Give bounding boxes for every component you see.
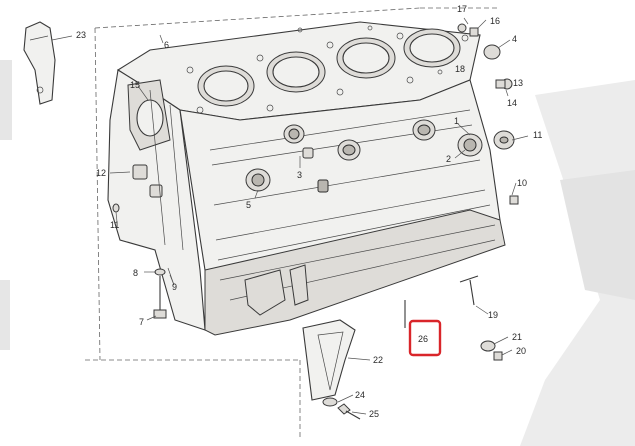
callout-6: 6 [164, 40, 169, 50]
parts-7-8-9 [153, 267, 175, 319]
callout-25: 25 [369, 409, 379, 419]
callout-12: 12 [96, 168, 106, 178]
part-22-bracket [302, 319, 356, 401]
callout-13: 13 [513, 78, 523, 88]
callout-11-left: 11 [110, 220, 119, 230]
parts-10-11 [112, 195, 519, 213]
callout-23: 23 [76, 30, 86, 40]
callout-21: 21 [512, 332, 522, 342]
engine-block [107, 21, 506, 336]
callout-10: 10 [517, 178, 527, 188]
callout-15: 15 [130, 80, 140, 90]
callout-16: 16 [490, 16, 500, 26]
callout-19: 19 [488, 310, 498, 320]
callout-labels: 23 6 17 16 4 18 13 14 15 1 11 2 3 12 10 … [76, 4, 542, 419]
callout-20: 20 [516, 346, 526, 356]
callout-1: 1 [454, 116, 459, 126]
callout-4: 4 [512, 34, 517, 44]
right-side-parts [457, 23, 515, 150]
parts-24-25 [322, 397, 361, 420]
callout-17: 17 [457, 4, 467, 14]
callout-26: 26 [418, 334, 428, 344]
callout-8: 8 [133, 268, 138, 278]
callout-3: 3 [297, 170, 302, 180]
leader-lines [51, 17, 529, 415]
dashed-boundary [85, 7, 500, 440]
scan-shadow-right [0, 60, 635, 446]
callout-9: 9 [172, 282, 177, 292]
parts-19-21 [404, 275, 503, 361]
callout-11-right: 11 [533, 130, 542, 140]
callout-7: 7 [139, 317, 144, 327]
part-26-highlight-box[interactable] [408, 319, 442, 357]
callout-5: 5 [246, 200, 251, 210]
callout-14: 14 [507, 98, 517, 108]
callout-22: 22 [373, 355, 383, 365]
part-23-bracket [23, 21, 56, 105]
callout-2: 2 [446, 154, 451, 164]
callout-18: 18 [455, 64, 465, 74]
callout-24: 24 [355, 390, 365, 400]
